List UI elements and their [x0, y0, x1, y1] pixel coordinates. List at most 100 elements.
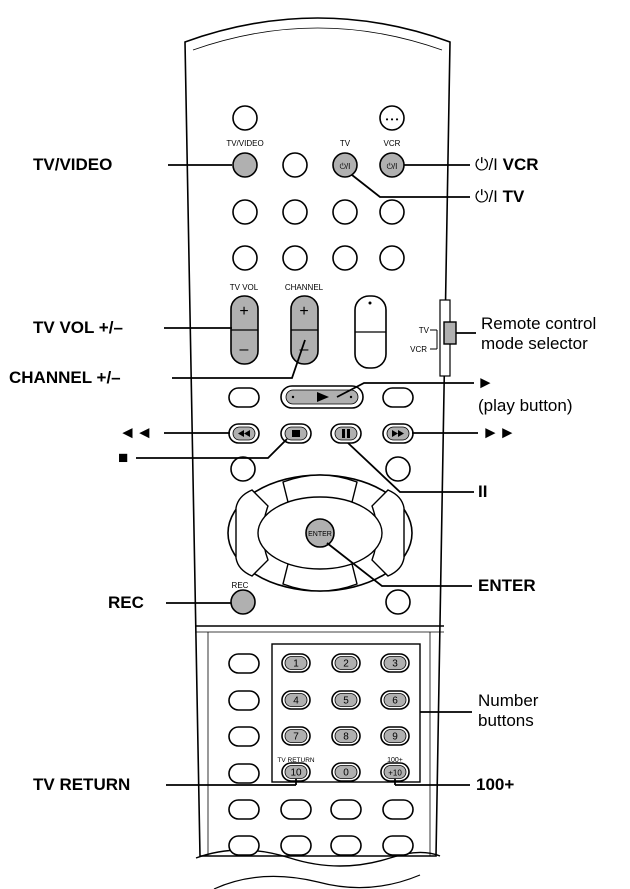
blank-pill-button[interactable] [382, 799, 414, 820]
selector-vcr-label: VCR [410, 345, 427, 354]
channel-minus: – [300, 341, 309, 358]
callout-channel: CHANNEL +/– [9, 368, 121, 387]
number-key-7[interactable] [284, 729, 308, 743]
callout-mode-selector-1: Remote control [481, 314, 597, 333]
number-key-label: 3 [392, 659, 398, 670]
leader-channel [172, 339, 306, 379]
blank-button[interactable] [232, 245, 258, 271]
mode-selector-switch[interactable] [443, 321, 457, 345]
number-key-3[interactable] [383, 656, 407, 670]
tv-power-button[interactable] [332, 152, 358, 178]
hundred-key-label: 100+ [387, 757, 403, 764]
blank-button[interactable] [232, 199, 258, 225]
vcr-power-symbol: ⏻/I [387, 162, 398, 171]
blank-button[interactable] [332, 245, 358, 271]
callout-rewind: ◄◄ [119, 423, 153, 442]
tv-power-label: TV [340, 139, 351, 148]
svg-text:• • •: • • • [386, 115, 399, 124]
tv-vol-label: TV VOL [230, 283, 259, 292]
enter-button-label: ENTER [308, 531, 332, 538]
callout-power-tv: ⏻/I TV [475, 187, 524, 206]
number-key-label: 2 [343, 659, 349, 670]
number-key-9[interactable] [383, 729, 407, 743]
channel-label: CHANNEL [285, 283, 324, 292]
blank-pill-button[interactable] [228, 835, 260, 856]
blank-pill-button[interactable] [228, 799, 260, 820]
blank-button[interactable] [230, 456, 256, 482]
rec-label: REC [232, 581, 249, 590]
tv-vol-minus: – [240, 341, 249, 358]
callout-hundred-plus: 100+ [476, 775, 515, 794]
blank-button-r1-2[interactable] [282, 152, 308, 178]
blank-button[interactable] [332, 199, 358, 225]
blank-pill-button[interactable] [330, 799, 362, 820]
blank-pill-button[interactable] [228, 387, 260, 408]
callout-stop: ■ [118, 448, 129, 467]
number-key-10[interactable] [284, 765, 308, 779]
leader-enter [326, 542, 472, 587]
blank-pill-button[interactable] [280, 835, 312, 856]
tv-vol-plus: + [239, 303, 248, 320]
number-key-1[interactable] [284, 656, 308, 670]
pause-icon-bar-2 [347, 429, 350, 438]
blank-button[interactable] [379, 245, 405, 271]
number-buttons-frame [271, 643, 421, 783]
pause-icon-bar-1 [342, 429, 345, 438]
vcr-indicator-button[interactable] [379, 105, 405, 131]
blank-button[interactable] [385, 589, 411, 615]
blank-pill-button[interactable] [330, 835, 362, 856]
play-icon [317, 392, 329, 402]
number-key-2[interactable] [334, 656, 358, 670]
number-key-5[interactable] [334, 693, 358, 707]
fast-forward-icon [392, 430, 404, 437]
top-left-button[interactable] [232, 105, 258, 131]
leader-pause [347, 442, 474, 493]
blank-pill-button[interactable] [228, 763, 260, 784]
callout-power-vcr: ⏻/I VCR [475, 155, 539, 174]
tv-video-label: TV/VIDEO [226, 139, 263, 148]
remote-bottom-wave-2 [213, 874, 421, 889]
channel-plus: + [299, 303, 308, 320]
blank-pill-button[interactable] [382, 387, 414, 408]
number-key-0[interactable] [334, 765, 358, 779]
blank-pill-button[interactable] [228, 653, 260, 674]
number-key-label: 0 [343, 768, 349, 779]
callout-tv-video: TV/VIDEO [33, 155, 113, 174]
blank-button[interactable] [379, 199, 405, 225]
number-key-label: +10 [388, 769, 402, 778]
number-key-+10[interactable] [383, 765, 407, 779]
blank-pill-button[interactable] [228, 726, 260, 747]
number-key-label: 1 [293, 659, 299, 670]
blank-button[interactable] [385, 456, 411, 482]
number-key-8[interactable] [334, 729, 358, 743]
vcr-power-label: VCR [384, 139, 401, 148]
leader-stop [136, 438, 288, 459]
callout-number-1: Number [478, 691, 539, 710]
callout-tv-vol: TV VOL +/– [33, 318, 123, 337]
remote-body-inner-edge [192, 27, 443, 51]
number-key-label: 10 [290, 768, 302, 779]
tv-return-key-label: TV RETURN [277, 757, 315, 764]
enter-button[interactable] [305, 518, 335, 548]
rec-button[interactable] [230, 589, 256, 615]
callout-pause: II [478, 482, 488, 501]
number-key-4[interactable] [284, 693, 308, 707]
leader-tv-power [351, 174, 470, 198]
number-key-6[interactable] [383, 693, 407, 707]
number-key-label: 8 [343, 732, 349, 743]
blank-button[interactable] [282, 245, 308, 271]
blank-pill-button[interactable] [280, 799, 312, 820]
blank-button[interactable] [282, 199, 308, 225]
number-key-label: 4 [293, 696, 299, 707]
blank-pill-button[interactable] [382, 835, 414, 856]
callout-tv-return: TV RETURN [33, 775, 131, 794]
callout-rec: REC [108, 593, 144, 612]
power-tv-symbol: ⏻/I [475, 187, 498, 206]
number-key-label: 9 [392, 732, 398, 743]
tv-video-button[interactable] [232, 152, 258, 178]
remote-body [184, 17, 451, 857]
blank-pill-button[interactable] [228, 690, 260, 711]
power-vcr-text: VCR [502, 155, 539, 174]
number-key-label: 7 [293, 732, 299, 743]
